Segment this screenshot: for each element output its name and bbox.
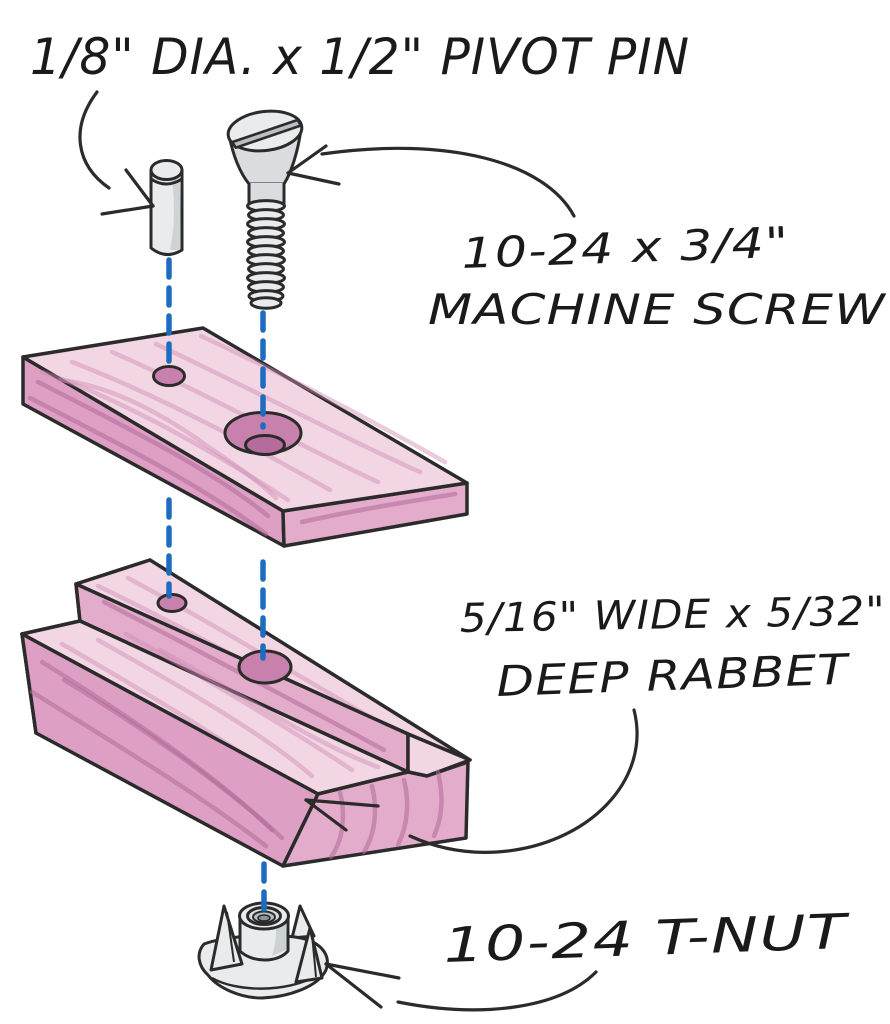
block-pin-hole [156,593,188,613]
rabbet-name-label: DEEP RABBET [496,645,852,706]
screw-threads [246,199,286,310]
pin-rim [149,177,184,186]
screw-size-label: 10-24 x 3/4" [461,218,791,278]
screw-slot [230,118,302,149]
screw-neck [249,183,284,204]
tnut-leader [324,962,598,1012]
tnut-barrel-shadow [272,918,287,956]
centerlines [166,257,267,915]
leader-lines [78,90,639,1012]
pivot-pin-label: 1/8" DIA. x 1/2" PIVOT PIN [30,28,690,86]
pivot-pin [149,159,184,256]
tnut-left-prong-fold [226,911,235,963]
t-nut [197,901,329,1000]
tnut-left-prong [209,904,244,972]
machine-screw-leader [286,144,576,218]
pin-top [149,159,184,181]
tnut-label: 10-24 T-NUT [442,904,851,974]
screw-head-top [226,109,304,153]
pin-shadow [170,171,181,250]
rabbet-size-label: 5/16" WIDE x 5/32" [459,589,886,642]
board-screw-hole [244,434,286,456]
pivot-pin-leader [78,90,155,216]
rabbet-leader [304,708,639,854]
screw-name-label: MACHINE SCREW [428,285,887,334]
front-grain [29,659,285,849]
rabbeted-base-block [20,558,472,868]
board-pin-hole [152,365,186,387]
top-board [21,326,469,548]
machine-screw [226,109,304,310]
tnut-thread-hole [257,914,271,922]
labels: 1/8" DIA. x 1/2" PIVOT PIN 10-24 x 3/4" … [30,28,887,974]
tnut-right-prong-fold [311,933,317,978]
